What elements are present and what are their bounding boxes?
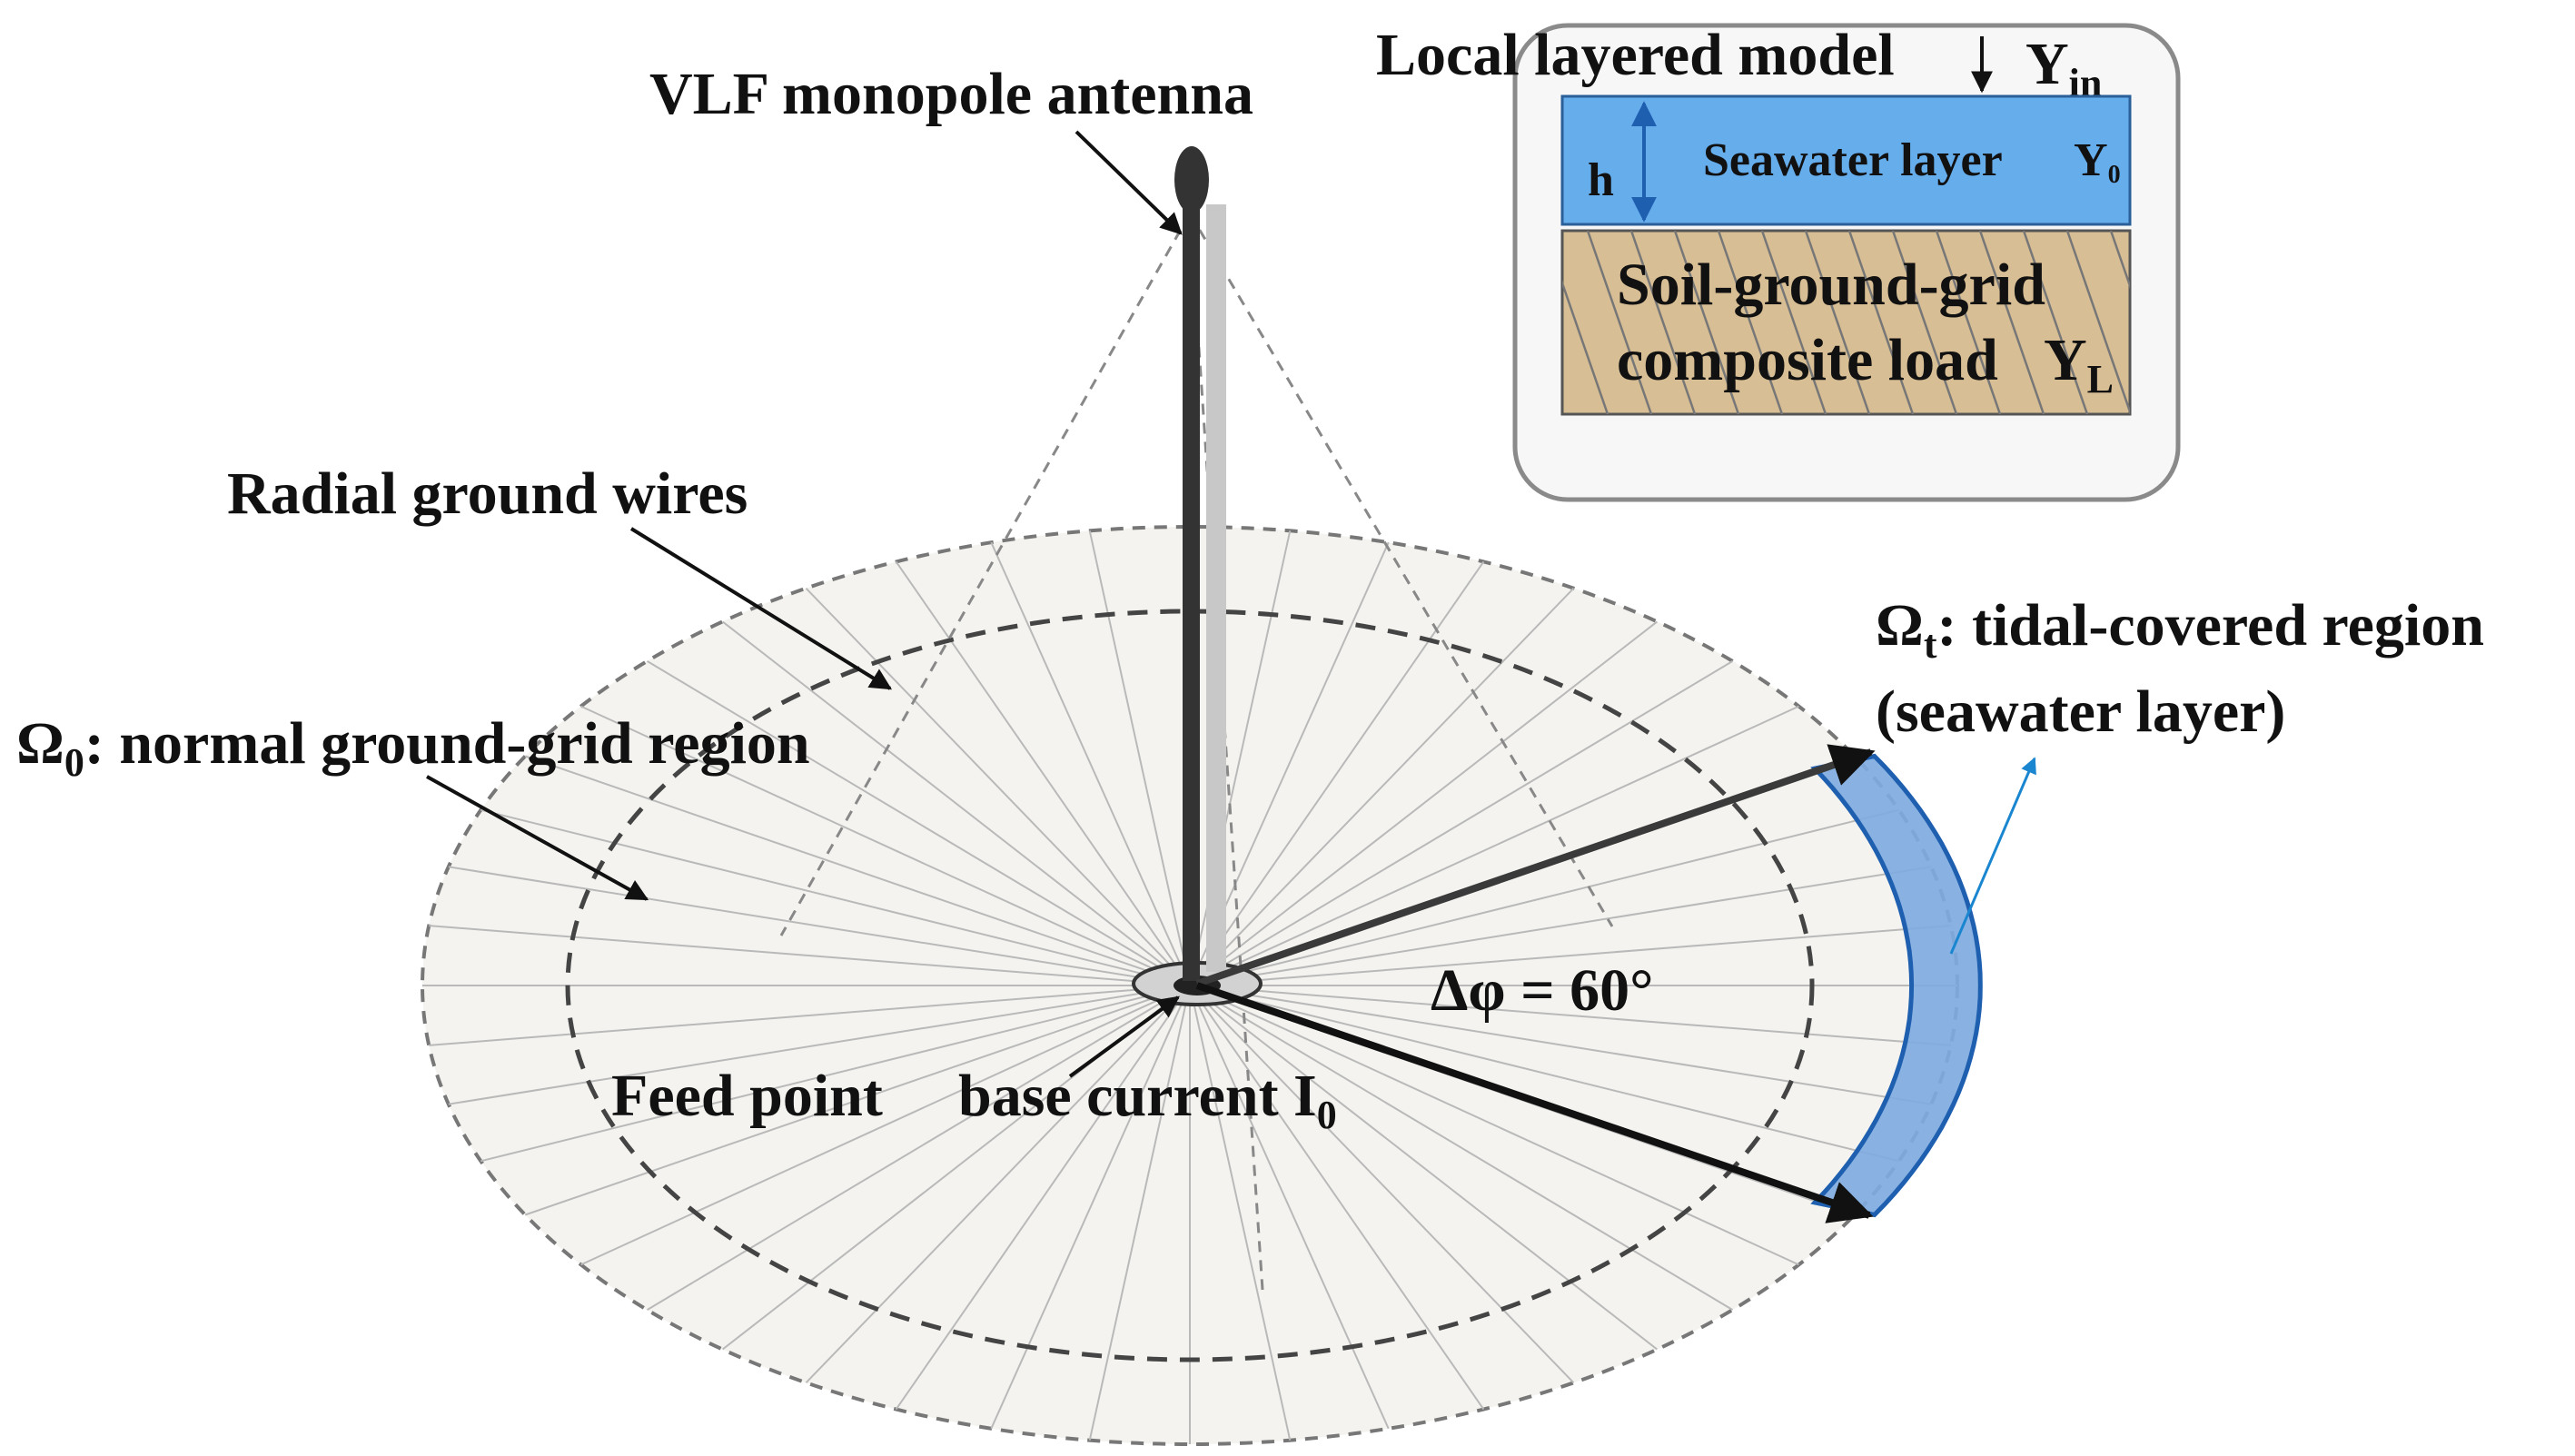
- radial-wire: [480, 808, 1191, 986]
- radial-wire: [895, 560, 1191, 986]
- base-current-text: base current I: [958, 1063, 1317, 1129]
- hatch-line: [2065, 231, 2130, 414]
- radial-wire: [580, 985, 1191, 1266]
- hatch-line: [1804, 231, 1871, 414]
- radial-wire: [1189, 985, 1932, 1105]
- radial-wire: [524, 985, 1191, 1216]
- delta-phi-label: Δφ = 60°: [1431, 957, 1654, 1024]
- hatch-line: [1717, 231, 1784, 414]
- radial-wire: [524, 755, 1191, 986]
- yl-subscript: L: [2087, 357, 2114, 401]
- radial-wire: [1189, 588, 1575, 986]
- radial-wire: [721, 620, 1191, 986]
- radial-wire: [1189, 660, 1734, 986]
- base-current-label: base current I0: [958, 1063, 1337, 1137]
- radial-wire: [895, 985, 1191, 1411]
- omega0-symbol: Ω: [16, 710, 64, 777]
- radial-wire: [1189, 925, 1951, 986]
- omega0-callout-arrow: [426, 775, 649, 901]
- radial-wire: [646, 985, 1191, 1311]
- yl-symbol: Y: [2044, 327, 2087, 393]
- soil-label-line2: composite load: [1617, 327, 1998, 393]
- hatch-line: [1673, 231, 1740, 414]
- hatch-line: [1562, 279, 1609, 414]
- antenna-mast: [1183, 193, 1200, 981]
- seawater-layer: [1560, 94, 2132, 226]
- hatch-line: [1760, 231, 1827, 414]
- base-current-subscript: 0: [1317, 1093, 1337, 1137]
- radial-wires-label: Radial ground wires: [227, 461, 748, 527]
- omegat-text: : tidal-covered region: [1937, 592, 2484, 659]
- soil-label-line1: Soil-ground-grid: [1617, 252, 2045, 318]
- radial-wire: [805, 985, 1191, 1383]
- radial-wire: [1189, 985, 1659, 1351]
- antenna-label: VLF monopole antenna: [649, 61, 1253, 127]
- radial-wire: [429, 925, 1191, 986]
- radial-wire: [1189, 985, 1575, 1383]
- radial-wire: [1189, 985, 1899, 1163]
- radial-wire: [1189, 985, 1390, 1430]
- radial-wire: [990, 541, 1191, 986]
- radial-wire: [1189, 985, 1485, 1411]
- omegat-paren-label: (seawater layer): [1876, 678, 2285, 745]
- y0-subscript: 0: [2108, 161, 2121, 189]
- seawater-layer-label: Seawater layer: [1703, 134, 2003, 186]
- omega0-label: Ω0: normal ground-grid region: [16, 710, 810, 785]
- radial-wire: [448, 985, 1191, 1105]
- hatch-line: [1586, 231, 1653, 414]
- radial-wire: [990, 985, 1191, 1430]
- radial-wires-callout-arrow: [629, 527, 893, 690]
- radial-wire: [448, 866, 1191, 986]
- hatch-line: [1891, 231, 1958, 414]
- feed-point-callout-arrow: [1068, 995, 1180, 1078]
- radial-wire: [1189, 808, 1899, 986]
- hatch-line: [1935, 231, 2002, 414]
- radial-wire: [1189, 560, 1485, 986]
- h-label: h: [1588, 154, 1614, 206]
- hatch-line: [1847, 231, 1915, 414]
- inset-title: Local layered model: [1376, 22, 1895, 88]
- antenna-callout-arrow: [1075, 130, 1183, 235]
- radial-wire: [1189, 866, 1932, 986]
- omegat-subscript: t: [1924, 622, 1937, 667]
- yin-symbol: Y: [2025, 31, 2069, 97]
- tidal-callout-arrow: [1949, 757, 2036, 955]
- radial-wire: [1189, 705, 1799, 986]
- y0-label: Y0: [2074, 134, 2121, 189]
- feed-point-label: Feed point: [611, 1063, 883, 1129]
- radial-wire: [646, 660, 1191, 986]
- radial-wire: [429, 985, 1191, 1046]
- radial-wire: [1189, 985, 1292, 1441]
- antenna-shadow: [1206, 204, 1226, 972]
- sector-lower-boundary-arrow: [1195, 982, 1874, 1223]
- yl-label: YL: [2044, 327, 2114, 401]
- radial-wire: [1088, 985, 1191, 1441]
- radial-wire: [580, 705, 1191, 986]
- radial-wire: [1088, 530, 1191, 986]
- omega0-text: : normal ground-grid region: [84, 710, 810, 777]
- soil-hatching: [1562, 231, 2130, 414]
- radial-wire: [1189, 985, 1734, 1311]
- radial-wire: [1189, 985, 1799, 1266]
- inner-boundary-ellipse: [565, 609, 1815, 1362]
- radial-wire: [480, 985, 1191, 1163]
- layered-model-inset: Local layered model Yin h Seawater layer…: [1376, 22, 2181, 502]
- hatch-line: [2022, 231, 2089, 414]
- hatch-line: [1629, 231, 1697, 414]
- sector-upper-boundary-arrow: [1195, 744, 1876, 987]
- hatch-line: [2109, 231, 2130, 290]
- radial-wire: [1189, 985, 1951, 1046]
- y0-symbol: Y: [2074, 134, 2108, 186]
- hatch-line: [1978, 231, 2045, 414]
- omegat-symbol: Ω: [1876, 592, 1924, 659]
- omega0-subscript: 0: [64, 740, 84, 785]
- omegat-label: Ωt: tidal-covered region: [1876, 592, 2484, 667]
- radial-wire: [805, 588, 1191, 986]
- antenna-top-cap: [1174, 146, 1209, 213]
- radial-wire: [1189, 620, 1659, 986]
